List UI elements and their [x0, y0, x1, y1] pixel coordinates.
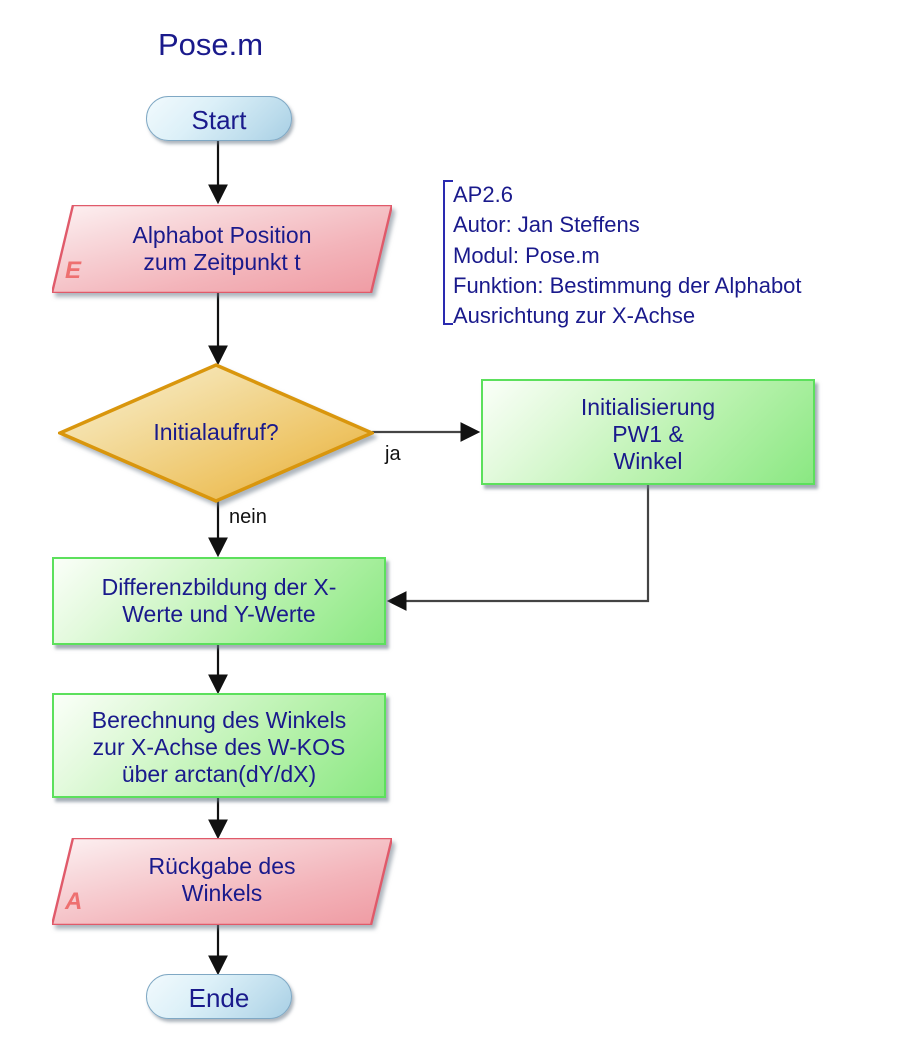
- node-angle-calc[interactable]: Berechnung des Winkels zur X-Achse des W…: [52, 693, 386, 798]
- node-angle-calc-label: Berechnung des Winkels zur X-Achse des W…: [91, 707, 347, 788]
- node-end[interactable]: Ende: [146, 974, 292, 1019]
- node-start[interactable]: Start: [146, 96, 292, 141]
- node-init-block[interactable]: Initialisierung PW1 & Winkel: [481, 379, 815, 485]
- node-output-angle[interactable]: Rückgabe des Winkels A: [52, 838, 392, 925]
- node-init-block-label: Initialisierung PW1 & Winkel: [580, 394, 716, 475]
- diamond-shape: [55, 363, 377, 503]
- edge-label-nein: nein: [229, 506, 267, 528]
- node-start-label: Start: [191, 105, 247, 135]
- node-input-position[interactable]: Alphabot Position zum Zeitpunkt t E: [52, 205, 392, 293]
- node-decision-initialaufruf-label: Initialaufruf?: [153, 419, 279, 445]
- note-bracket: [443, 180, 453, 325]
- node-end-label: Ende: [188, 983, 250, 1013]
- node-difference-label: Differenzbildung der X- Werte und Y-Wert…: [101, 574, 337, 628]
- edge-init-to-difference: [386, 484, 650, 611]
- node-difference[interactable]: Differenzbildung der X- Werte und Y-Wert…: [52, 557, 386, 645]
- node-output-angle-marker: A: [65, 888, 83, 915]
- node-input-position-marker: E: [65, 257, 82, 284]
- page-title: Pose.m: [158, 27, 264, 62]
- parallelogram-shape: [52, 205, 392, 293]
- parallelogram-shape: [52, 838, 392, 925]
- node-decision-initialaufruf[interactable]: Initialaufruf?: [55, 363, 377, 503]
- note-text: AP2.6 Autor: Jan Steffens Modul: Pose.m …: [453, 182, 802, 329]
- edge-label-ja: ja: [385, 443, 401, 465]
